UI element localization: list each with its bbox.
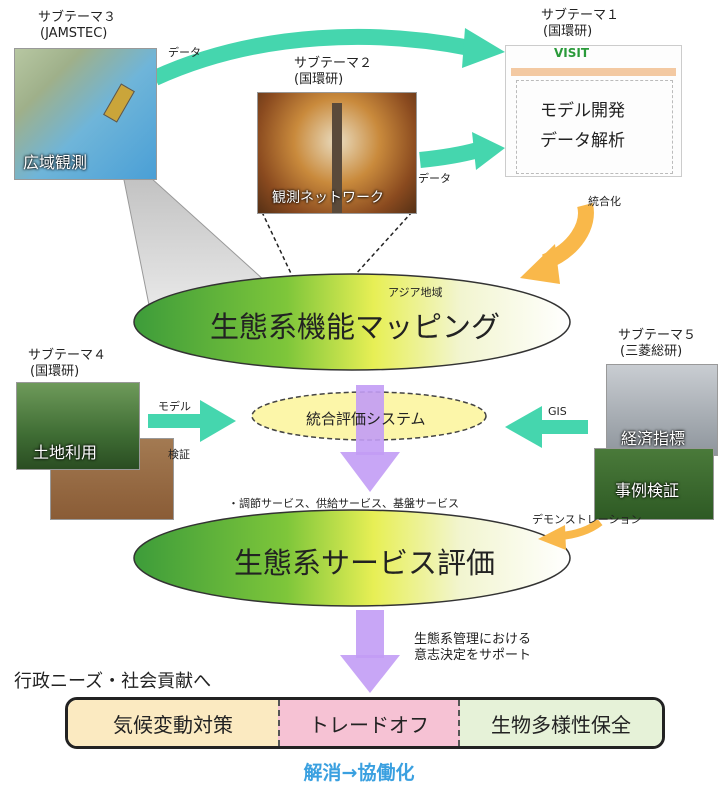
biodiversity-segment: 生物多様性保全 (460, 700, 662, 746)
demo-arrow-head (538, 525, 566, 550)
evaluation-ellipse (133, 509, 571, 607)
integrate-arrow-head (520, 244, 560, 284)
data-arrow-top (151, 28, 472, 86)
satellite-icon (103, 83, 135, 123)
footer-resolution: 解消→協働化 (303, 762, 415, 784)
visit-logo: VISIT (554, 46, 590, 60)
subtheme1-label-data: データ解析 (540, 131, 625, 151)
subtheme2-title: サブテーマ２ (294, 56, 373, 71)
gis-label: GIS (548, 405, 567, 418)
tradeoff-segment: トレードオフ (278, 700, 460, 746)
mapping-ellipse (133, 273, 571, 371)
climate-label: 気候変動対策 (113, 712, 233, 737)
data-label-mid: データ (418, 172, 451, 185)
model-arrow-body (148, 414, 203, 428)
purple-arrow-1-head (340, 452, 400, 492)
subtheme4-photo-label: 土地利用 (33, 443, 98, 462)
verify-label: 検証 (168, 448, 190, 461)
asia-region-label: アジア地域 (388, 286, 443, 299)
subtheme3-photo-label: 広域観測 (23, 153, 88, 172)
policy-label: 行政ニーズ・社会貢献へ (14, 671, 212, 692)
policy-bar: 気候変動対策 トレードオフ 生物多様性保全 (65, 697, 665, 749)
model-arrow-head (200, 400, 236, 442)
model-label: モデル (158, 400, 191, 413)
model-header-bar (511, 68, 676, 76)
tradeoff-label: トレードオフ (309, 712, 429, 737)
gis-arrow-head (505, 406, 542, 448)
data-arrow-mid-head (472, 132, 505, 170)
subtheme1-label-model: モデル開発 (540, 101, 625, 121)
subtheme1-title: サブテーマ１ (541, 8, 620, 23)
biodiversity-label: 生物多様性保全 (491, 712, 631, 737)
services-note: ・調節サービス、供給サービス、基盤サービス (228, 497, 459, 510)
purple-arrow-2-head (340, 655, 400, 693)
subtheme5-photo-label-2: 事例検証 (615, 481, 680, 500)
model-grid (516, 80, 673, 174)
gis-arrow-body (538, 420, 588, 434)
subtheme3-org: (JAMSTEC) (40, 26, 108, 41)
data-arrow-top-head (462, 28, 505, 68)
support-line-2: 意志決定をサポート (414, 648, 532, 663)
subtheme2-photo-label: 観測ネットワーク (272, 190, 384, 206)
forest-photo: 観測ネットワーク (257, 92, 417, 214)
satellite-image: 広域観測 (14, 48, 157, 180)
purple-arrow-2-body (356, 610, 384, 658)
subtheme5-title: サブテーマ５ (618, 328, 697, 343)
purple-arrow-1-body (356, 385, 384, 455)
subtheme5-org: (三菱総研) (620, 344, 683, 359)
subtheme3-title: サブテーマ３ (38, 10, 117, 25)
dashed-line-left (261, 211, 296, 283)
data-arrow-mid (419, 142, 481, 168)
subtheme2-org: (国環研) (294, 72, 344, 87)
dashed-line-right (344, 211, 413, 287)
data-label-top: データ (168, 46, 201, 59)
land-photo-1: 土地利用 (16, 382, 140, 470)
evaluation-title: 生態系サービス評価 (234, 546, 496, 580)
demo-label: デモンストレーション (532, 513, 642, 526)
mapping-title: 生態系機能マッピング (210, 310, 501, 344)
model-diagram: VISIT モデル開発 データ解析 (505, 45, 682, 177)
forest-case-photo: 事例検証 (594, 448, 714, 520)
subtheme5-photo-label-1: 経済指標 (621, 429, 686, 448)
subtheme4-org: (国環研) (30, 364, 80, 379)
integrate-label: 統合化 (588, 195, 621, 208)
tower-icon (332, 103, 342, 213)
subtheme1-org: (国環研) (543, 24, 593, 39)
system-label: 統合評価システム (306, 410, 426, 428)
city-photo: 経済指標 (606, 364, 718, 456)
climate-segment: 気候変動対策 (68, 700, 278, 746)
subtheme4-title: サブテーマ４ (28, 348, 107, 363)
support-line-1: 生態系管理における (414, 632, 532, 647)
